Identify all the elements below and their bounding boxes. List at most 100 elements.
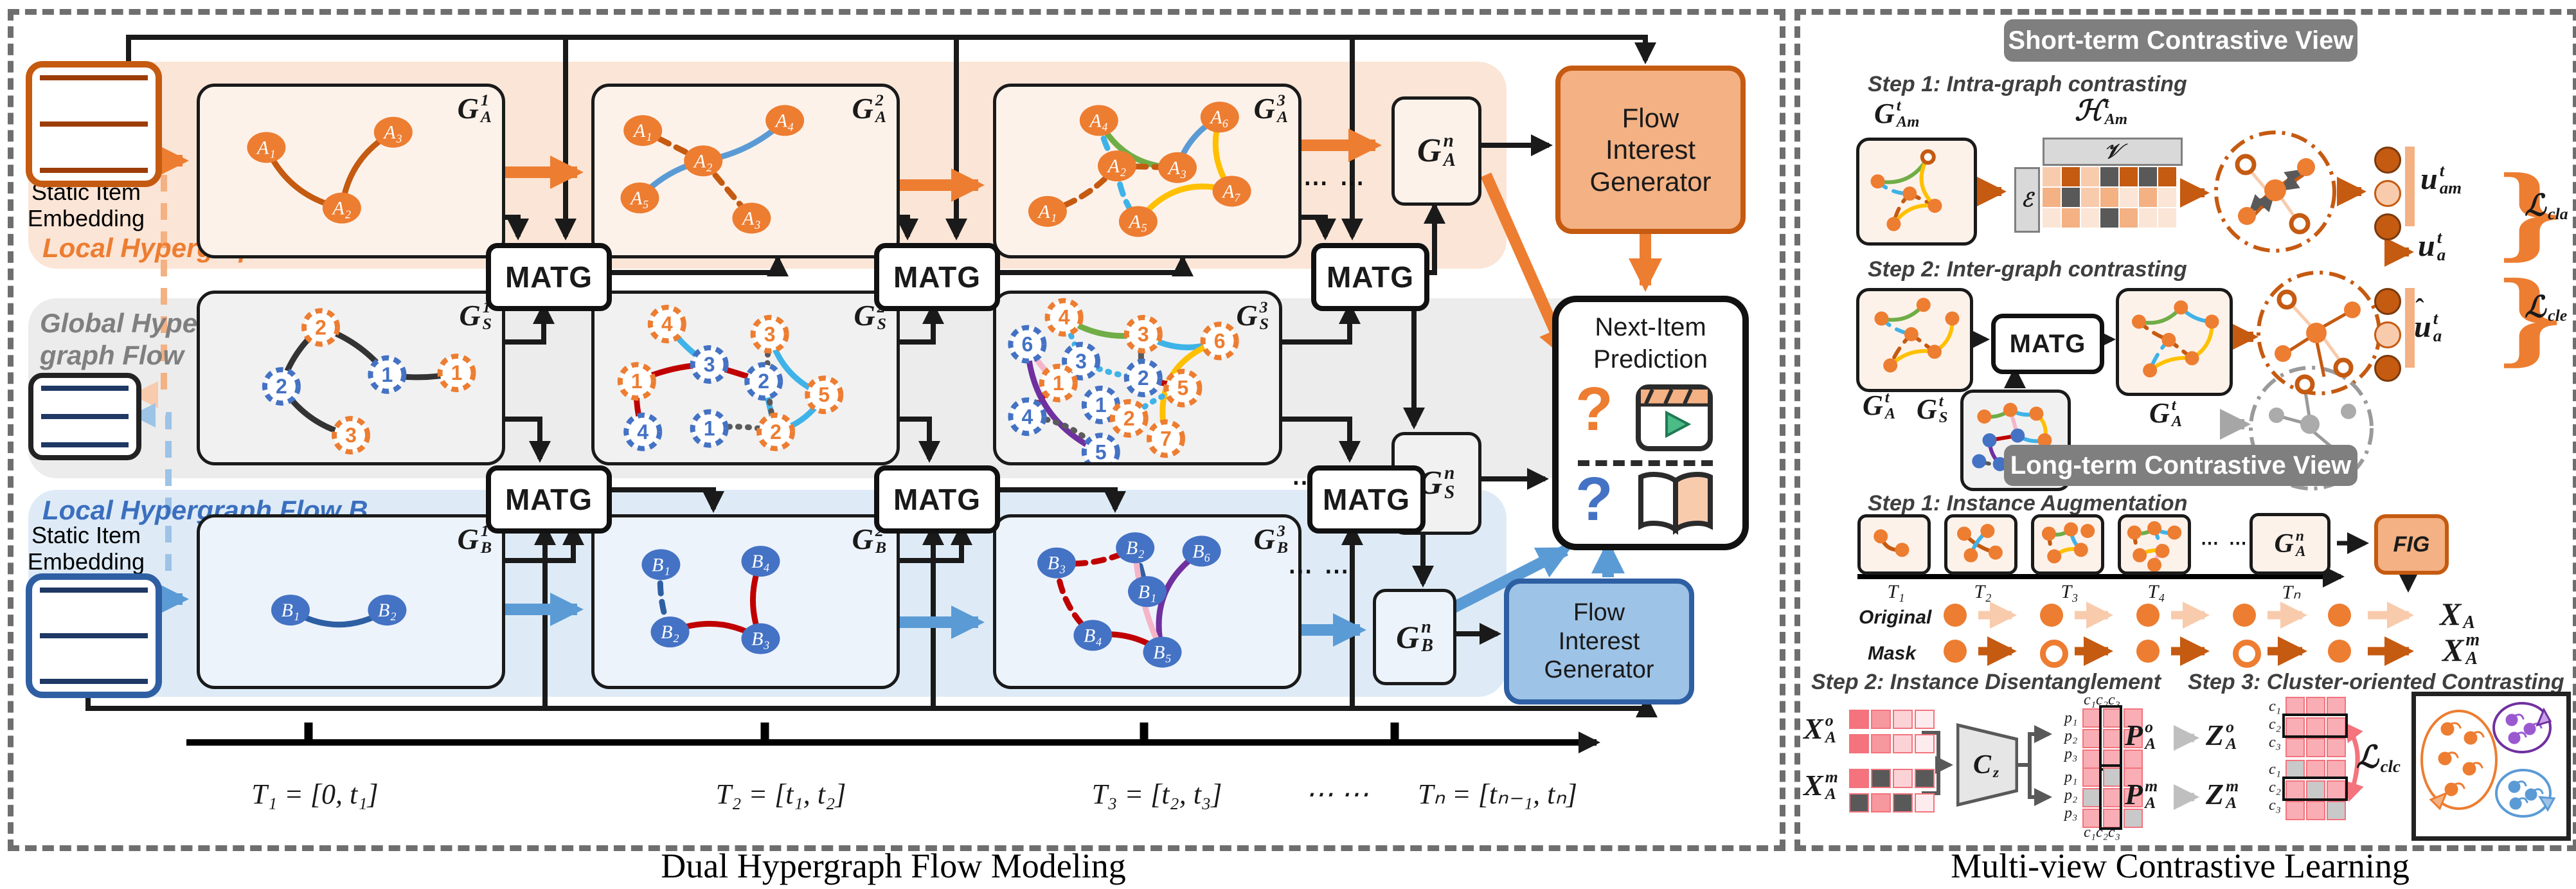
orig-dot xyxy=(2040,604,2063,627)
orig-dot xyxy=(1944,604,1967,627)
mask-dot xyxy=(1944,640,1967,663)
cluster-illustration xyxy=(2420,702,2556,818)
svg-text:A₁: A₁ xyxy=(1037,201,1057,222)
v-header-bar: 𝒱 xyxy=(2043,138,2183,166)
zc1: c₁ xyxy=(2269,698,2281,715)
p2m-label: p₂ xyxy=(2064,787,2078,804)
original-label: Original xyxy=(1859,607,1932,628)
static-item-embedding-a xyxy=(26,61,162,187)
caption-left: Dual Hypergraph Flow Modeling xyxy=(661,847,1126,885)
card-ga-t-in xyxy=(1856,288,1973,392)
svg-text:1: 1 xyxy=(704,417,715,440)
u-a-hat-bar xyxy=(2405,288,2415,368)
zmc3: c₃ xyxy=(2269,797,2281,814)
matg-right: MATG xyxy=(1991,314,2104,374)
orig-dot xyxy=(2136,604,2160,627)
nip-divider xyxy=(1578,460,1713,466)
c-header-bottom: c₁c₂c₃ xyxy=(2084,824,2120,841)
p3-label: p₃ xyxy=(2064,746,2078,762)
svg-text:4: 4 xyxy=(637,420,648,444)
svg-text:3: 3 xyxy=(704,353,715,376)
p-m-matrix xyxy=(2082,768,2143,829)
svg-text:2: 2 xyxy=(1123,407,1135,430)
label-l-cla: ℒ cla xyxy=(2525,189,2568,224)
mask-dot-hollow xyxy=(2233,640,2261,668)
svg-text:B₂: B₂ xyxy=(1126,537,1145,559)
p1-label: p₁ xyxy=(2064,710,2078,726)
zmc1: c₁ xyxy=(2269,761,2281,778)
x-o-matrix xyxy=(1849,710,1935,759)
svg-text:1: 1 xyxy=(1095,393,1107,417)
svg-text:B₃: B₃ xyxy=(1048,553,1066,574)
z-o-row-outline xyxy=(2282,714,2348,738)
svg-text:B₂: B₂ xyxy=(661,622,679,643)
badge-short-term: Short-term Contrastive View xyxy=(2004,19,2357,62)
label-c-z: C z xyxy=(1973,750,1999,781)
p-m-col-outline xyxy=(2099,764,2122,830)
intra-contrast-cluster xyxy=(2214,130,2336,253)
c-header-top: c₁c₂c₃ xyxy=(2084,692,2120,708)
lt-ellipsis: ⋯ ⋯ xyxy=(2201,533,2250,553)
svg-text:A₃: A₃ xyxy=(741,208,761,229)
matg-top-2: MATG xyxy=(874,243,1000,311)
lstep3-label: Step 3: Cluster-oriented Contrasting xyxy=(2188,670,2564,694)
lt-chip-3 xyxy=(2031,514,2104,575)
timeline-t2: T₂ = [t₁, t₂] xyxy=(715,778,846,810)
svg-text:1: 1 xyxy=(1053,372,1064,395)
svg-text:4: 4 xyxy=(1059,306,1070,329)
svg-text:A₅: A₅ xyxy=(1128,211,1148,233)
zc2: c₂ xyxy=(2269,716,2281,733)
cz-encoder xyxy=(1956,723,2018,807)
p1m-label: p₁ xyxy=(2064,769,2078,786)
question-mark-orange-icon: ? xyxy=(1575,375,1613,444)
svg-text:A₆: A₆ xyxy=(1209,107,1229,128)
svg-text:2: 2 xyxy=(1138,366,1149,390)
rt-tn: Tₙ xyxy=(2282,582,2301,603)
rt-t3: T₃ xyxy=(2061,581,2079,602)
orig-dot xyxy=(2328,604,2351,627)
svg-text:B₁: B₁ xyxy=(1138,581,1157,602)
svg-text:A₄: A₄ xyxy=(774,110,794,131)
svg-text:B₄: B₄ xyxy=(1084,625,1102,646)
svg-text:A₅: A₅ xyxy=(629,188,649,209)
lt-chip-1 xyxy=(1857,514,1931,575)
left-panel-border xyxy=(8,9,1785,851)
lt-chip-4 xyxy=(2118,514,2191,575)
card-g-am xyxy=(1856,138,1977,246)
timeline-tn: Tₙ = [tₙ₋₁, tₙ] xyxy=(1418,778,1577,810)
matg-bottom-3: MATG xyxy=(1307,465,1426,534)
svg-text:A₁: A₁ xyxy=(256,137,276,158)
svg-text:3: 3 xyxy=(1138,323,1149,346)
fig-small-box: FIG xyxy=(2374,514,2449,575)
svg-text:A₃: A₃ xyxy=(382,122,402,143)
label-l-clc: ℒ clc xyxy=(2356,741,2401,777)
orig-dot xyxy=(2233,604,2256,627)
mask-dot xyxy=(2328,640,2351,663)
lt-chip-2 xyxy=(1944,514,2017,575)
matg-bottom-2: MATG xyxy=(874,465,1000,534)
svg-text:A₄: A₄ xyxy=(1088,110,1108,131)
svg-text:B₄: B₄ xyxy=(751,551,770,572)
svg-text:A₃: A₃ xyxy=(1167,157,1187,179)
svg-text:2: 2 xyxy=(758,370,769,393)
